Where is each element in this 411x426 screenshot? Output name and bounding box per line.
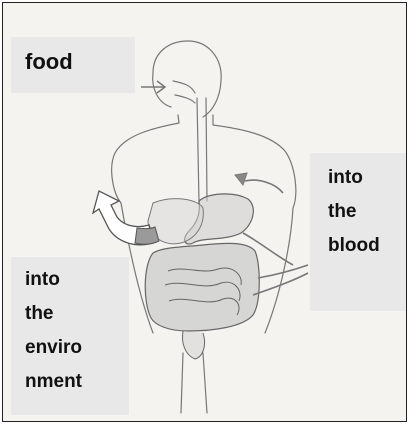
label-into-the-blood: into the blood <box>310 153 406 311</box>
label-blood-line-3: blood <box>328 229 406 263</box>
label-blood-line-1: into <box>328 161 406 195</box>
diagram-frame: food into the blood into the enviro nmen… <box>2 2 407 422</box>
label-into-the-environment: into the enviro nment <box>11 257 129 415</box>
label-blood-line-2: the <box>328 195 406 229</box>
rectum <box>183 331 205 359</box>
large-intestine <box>145 243 259 331</box>
label-food-text: food <box>25 49 73 74</box>
blood-arrow-icon <box>245 180 283 193</box>
label-env-line-4: nment <box>25 365 129 399</box>
label-env-line-2: the <box>25 297 129 331</box>
body-outline-left <box>112 115 179 203</box>
esophagus <box>197 98 199 203</box>
label-env-line-1: into <box>25 263 129 297</box>
label-env-line-3: enviro <box>25 331 129 365</box>
head-outline <box>153 41 221 117</box>
label-food: food <box>11 37 135 93</box>
